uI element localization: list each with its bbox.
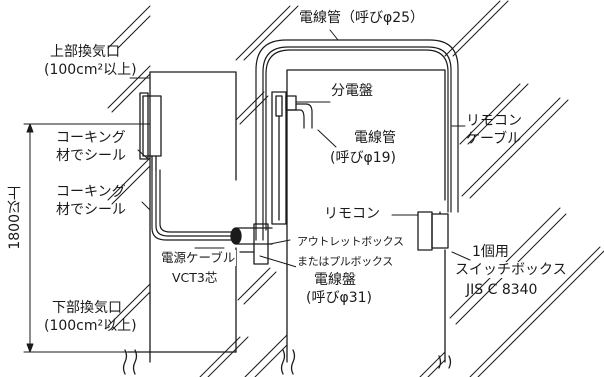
distribution-board bbox=[271, 91, 297, 225]
upper-vent-size: (100cm²以上) bbox=[44, 62, 137, 78]
center-hatching bbox=[199, 5, 299, 377]
caulk-seal-1-line2: 材でシール bbox=[56, 148, 126, 164]
caulk-seal-2-line1: コーキング bbox=[56, 184, 126, 200]
lower-vent-size: (100cm²以上) bbox=[44, 318, 137, 334]
distribution-board-label: 分電盤 bbox=[330, 83, 374, 99]
bottom-breaks bbox=[438, 355, 452, 369]
switch-box-line1: 1個用 bbox=[472, 244, 509, 260]
right-room bbox=[280, 69, 446, 375]
remote-cable-line2: ケーブル bbox=[466, 131, 522, 147]
switch-box-line3: JIS C 8340 bbox=[466, 282, 538, 298]
leader-lines bbox=[129, 29, 471, 269]
heater-unit bbox=[139, 92, 162, 171]
conduit-25-label: 電線管（呼びφ25） bbox=[298, 10, 426, 26]
caulk-seal-1-line1: コーキング bbox=[56, 130, 126, 146]
outlet-box bbox=[239, 223, 269, 265]
upper-vent-title: 上部換気口 bbox=[50, 44, 120, 60]
lower-vent-title: 下部換気口 bbox=[52, 300, 122, 316]
conduit-31-line2: (呼びφ31) bbox=[306, 290, 372, 306]
conduit-19-line1: 電線管 bbox=[354, 130, 396, 146]
outlet-box-line2: またはプルボックス bbox=[296, 254, 394, 270]
left-wall-hatching bbox=[107, 5, 151, 331]
remote-controller bbox=[417, 211, 449, 251]
conduit-19-line2: (呼びφ19) bbox=[330, 150, 396, 166]
caulk-seal-2-line2: 材でシール bbox=[56, 202, 126, 218]
power-cable-line2: VCT3芯 bbox=[172, 270, 218, 285]
power-cable-line1: 電源ケーブル bbox=[160, 250, 237, 266]
outlet-box-line1: アウトレットボックス bbox=[296, 234, 405, 250]
height-dimension bbox=[23, 123, 151, 353]
switch-box-line2: スイッチボックス bbox=[454, 262, 568, 278]
power-cable-run bbox=[151, 169, 237, 241]
conduit-25 bbox=[255, 39, 459, 241]
conduit-19 bbox=[285, 103, 313, 129]
remote-cable-line1: リモコン bbox=[466, 113, 522, 129]
conduit-31-line1: 電線盤 bbox=[314, 272, 356, 288]
height-label: 1800以上 bbox=[6, 186, 24, 250]
remote-label: リモコン bbox=[324, 206, 380, 222]
